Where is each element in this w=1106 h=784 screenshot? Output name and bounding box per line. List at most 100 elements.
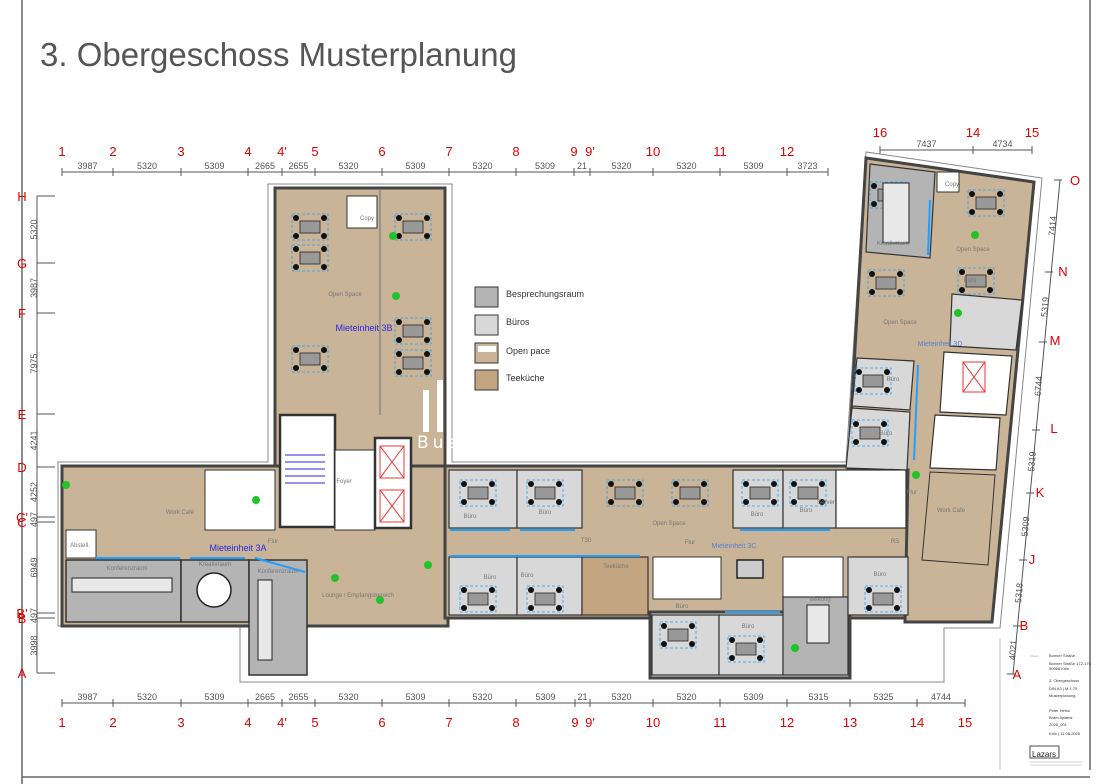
dimension-value: 5309 bbox=[405, 692, 425, 702]
wc-3a bbox=[204, 469, 276, 531]
dimension-value: 5309 bbox=[743, 692, 763, 702]
desk bbox=[299, 352, 321, 366]
chair bbox=[871, 183, 877, 189]
room-label-buero: Büro bbox=[880, 431, 893, 437]
desk bbox=[402, 356, 424, 370]
room-label-buero: Büro bbox=[800, 508, 813, 514]
chair bbox=[869, 289, 875, 295]
chair bbox=[757, 637, 763, 643]
grid-axis-label: 3 bbox=[177, 715, 184, 730]
chair bbox=[424, 351, 430, 357]
grid-axis-label: 4 bbox=[244, 715, 251, 730]
chair bbox=[636, 481, 642, 487]
dimension-value: 3987 bbox=[77, 692, 97, 702]
dimension-value: 5309 bbox=[204, 161, 224, 171]
room-label-open-space: Open Space bbox=[328, 292, 362, 298]
wc-3c-2 bbox=[782, 556, 844, 600]
desk bbox=[965, 274, 987, 288]
grid-axis-label: B bbox=[18, 611, 27, 626]
chair bbox=[396, 233, 402, 239]
title-block-plan: Musterplanung bbox=[1049, 693, 1075, 698]
room-label-foyer: Foyer bbox=[336, 479, 351, 485]
conference-table bbox=[806, 604, 830, 644]
desk-cluster-outline bbox=[854, 367, 892, 395]
dimension-value: 5309 bbox=[535, 161, 555, 171]
desk-cluster-outline bbox=[291, 345, 329, 373]
title-block-format: DIN A3 | M 1:75 bbox=[1049, 686, 1078, 691]
chair bbox=[661, 641, 667, 647]
room-server bbox=[835, 469, 907, 529]
chair bbox=[894, 587, 900, 593]
chair bbox=[528, 605, 534, 611]
elevators bbox=[373, 436, 413, 530]
grid-axis-label: O bbox=[1070, 173, 1080, 188]
legend-swatch-bueros bbox=[474, 314, 499, 336]
desk-cluster-outline bbox=[459, 585, 497, 613]
chair bbox=[791, 499, 797, 505]
desk bbox=[534, 486, 556, 500]
dimension-value: 5320 bbox=[472, 161, 492, 171]
legend-label: Büros bbox=[506, 317, 530, 327]
chair bbox=[791, 481, 797, 487]
grid-axis-label: B' bbox=[16, 606, 27, 621]
room-abstell bbox=[65, 529, 97, 559]
grid-axis-label: 12 bbox=[780, 715, 794, 730]
desk-cluster-outline bbox=[606, 479, 644, 507]
chair bbox=[396, 319, 402, 325]
chair bbox=[293, 365, 299, 371]
dimension-value: 5320 bbox=[472, 692, 492, 702]
grid-axis-label: M bbox=[1050, 333, 1061, 348]
grid-axis-label: 7 bbox=[445, 144, 452, 159]
chair bbox=[701, 481, 707, 487]
plant-icon bbox=[389, 232, 397, 240]
room-teekueche bbox=[581, 556, 649, 616]
grid-axis-label: C bbox=[17, 515, 26, 530]
grid-axis-label: 16 bbox=[873, 125, 887, 140]
room-foyer bbox=[334, 449, 376, 531]
room-label-buero: Büro bbox=[521, 573, 534, 579]
grid-axis-label: 5 bbox=[311, 144, 318, 159]
grid-axis-label: F bbox=[18, 306, 26, 321]
door-label-t30: T30 bbox=[581, 538, 592, 544]
grid-axis-label: 8 bbox=[512, 144, 519, 159]
round-table bbox=[196, 572, 232, 608]
chair bbox=[897, 289, 903, 295]
dimension-value: 2655 bbox=[288, 161, 308, 171]
plant-icon bbox=[62, 481, 70, 489]
desk-cluster-outline bbox=[727, 635, 765, 663]
chair bbox=[853, 439, 859, 445]
grid-axis-label: 1 bbox=[58, 715, 65, 730]
dimension-value: 2665 bbox=[255, 161, 275, 171]
chair bbox=[461, 587, 467, 593]
room-label-buero: Büro bbox=[887, 377, 900, 383]
dimension-value: 7414 bbox=[1047, 216, 1059, 237]
dimension-value: 7437 bbox=[916, 139, 936, 149]
title-block-project: Bonner Straße bbox=[1049, 653, 1076, 658]
dimension-value: 6949 bbox=[29, 557, 39, 577]
desk-cluster-outline bbox=[741, 479, 779, 507]
grid-axis-label: E bbox=[18, 407, 27, 422]
dimension-value: 5320 bbox=[676, 692, 696, 702]
desk bbox=[299, 220, 321, 234]
room-label-flur: Flur bbox=[907, 490, 917, 496]
room-label-open-space: Open Space bbox=[883, 320, 917, 326]
dimension-value: 3723 bbox=[797, 161, 817, 171]
chair bbox=[396, 337, 402, 343]
svg-text:Objekt: Objekt bbox=[1030, 654, 1039, 658]
room-labels: Work Café Abstell. Konferenzraum Kreativ… bbox=[70, 182, 990, 630]
room-label-buero: Büro bbox=[464, 514, 477, 520]
chair bbox=[293, 246, 299, 252]
dimension-value: 4241 bbox=[29, 430, 39, 450]
grid-axis-label: 15 bbox=[1025, 125, 1039, 140]
dimension-value: 2655 bbox=[288, 692, 308, 702]
grid-axis-label: 5 bbox=[311, 715, 318, 730]
dimension-chains: 139872532035309426654'265555320653097532… bbox=[16, 125, 1080, 730]
dimension-value: 5325 bbox=[873, 692, 893, 702]
desk-cluster-outline bbox=[967, 189, 1005, 217]
grid-axis-label: 2 bbox=[109, 144, 116, 159]
dimension-value: 5315 bbox=[808, 692, 828, 702]
chair bbox=[489, 499, 495, 505]
chair bbox=[729, 655, 735, 661]
room-copy-3b bbox=[346, 195, 378, 229]
room-label-buero: Büro bbox=[742, 624, 755, 630]
